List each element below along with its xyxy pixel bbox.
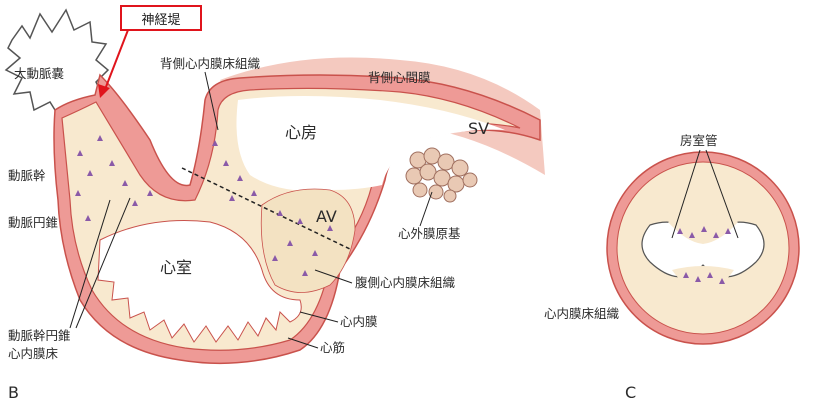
aortic-sac-label: 大動脈嚢 <box>14 66 65 81</box>
av-canal-label: 房室管 <box>680 133 718 148</box>
truncoconal-cushion-label-1: 動脈幹円錐 <box>8 328 71 343</box>
sv-label: SV <box>468 119 489 138</box>
leader-lines-c <box>671 149 739 239</box>
neural-crest-arrowhead <box>98 84 110 98</box>
panel-c-label: C <box>625 383 636 402</box>
panel-b-label: B <box>8 383 19 402</box>
atrium-lumen <box>236 96 505 191</box>
av-cushion <box>260 188 356 293</box>
neural-crest-arrow <box>103 29 129 93</box>
proepicardium-cluster <box>405 147 478 203</box>
myocardium-label: 心筋 <box>320 340 345 355</box>
section-plane-line <box>181 167 353 251</box>
endocardium-label: 心内膜 <box>340 314 378 329</box>
cushion-cells <box>75 135 333 276</box>
dorsal-cushion-label: 背側心内膜床組織 <box>160 56 261 71</box>
neural-crest-label: 神経堤 <box>120 5 202 31</box>
leader-lines-b <box>69 71 433 349</box>
atrium-label: 心房 <box>285 123 317 142</box>
ventricle-label: 心室 <box>160 258 192 277</box>
ventral-cushion-label: 腹側心内膜床組織 <box>355 275 456 290</box>
proepicardium-label: 心外膜原基 <box>398 226 461 241</box>
truncus-label: 動脈幹 <box>8 168 46 183</box>
dorsal-mesocardium-label: 背側心間膜 <box>368 70 431 85</box>
endocardial-cushion-c-label: 心内膜床組織 <box>544 306 620 321</box>
av-label: AV <box>316 207 337 226</box>
truncoconal-cushion-label-2: 心内膜床 <box>8 346 59 361</box>
ventricle-lumen <box>97 220 302 343</box>
panel-c-cushion-cells <box>677 226 731 284</box>
conus-label: 動脈円錐 <box>8 215 58 230</box>
lower-cushion <box>672 266 734 292</box>
